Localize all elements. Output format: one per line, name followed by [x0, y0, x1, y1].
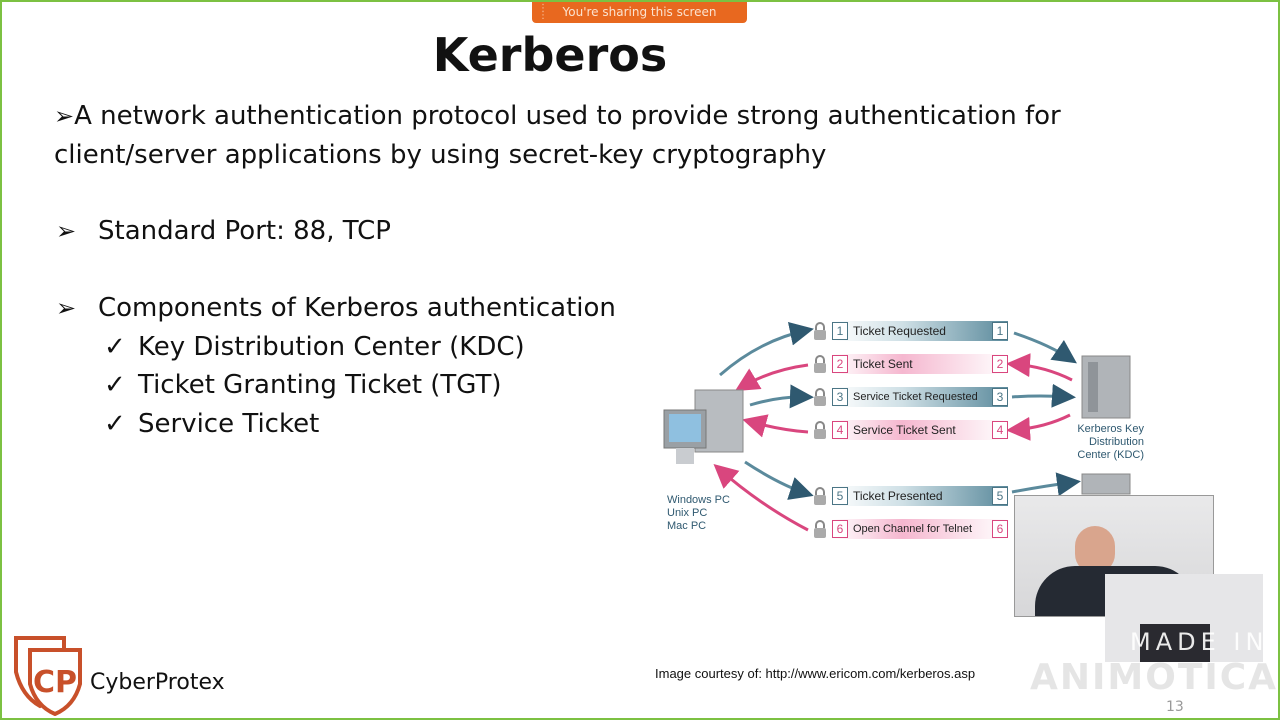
- step-4-bar: 4 Service Ticket Sent 4: [832, 420, 1008, 440]
- check-icon: ✓: [104, 332, 126, 362]
- arrow-2-left: [734, 363, 809, 392]
- bullet-port: ➢Standard Port: 88, TCP: [56, 216, 391, 246]
- arrow-3-right: [1011, 383, 1076, 408]
- step-number: 4: [832, 421, 848, 439]
- arrow-5-right: [1011, 472, 1081, 497]
- bullet-arrow-icon: ➢: [56, 294, 77, 322]
- step-2-bar: 2 Ticket Sent 2: [832, 354, 1008, 374]
- intro-text: ➢A network authentication protocol used …: [54, 101, 1061, 131]
- step-1-bar: 1 Ticket Requested 1: [832, 321, 1008, 341]
- step-number-right: 2: [992, 355, 1008, 373]
- slide-title: Kerberos: [432, 28, 668, 82]
- svg-text:CP: CP: [33, 665, 77, 700]
- arrow-1-right: [1013, 331, 1077, 364]
- sharing-indicator-bar[interactable]: ⋮⋮ You're sharing this screen: [532, 1, 747, 23]
- step-number-right: 6: [992, 520, 1008, 538]
- presenter-video-secondary[interactable]: [1105, 574, 1263, 662]
- padlock-icon: [812, 354, 828, 374]
- step-number: 1: [832, 322, 848, 340]
- client-computer-icon: [663, 389, 744, 464]
- step-number-right: 3: [992, 388, 1008, 406]
- bullet-arrow-icon: ➢: [56, 217, 77, 245]
- step-label: Ticket Presented: [853, 489, 943, 503]
- step-label: Service Ticket Sent: [853, 423, 956, 437]
- cyberprotex-logo: CP CyberProtex: [14, 634, 225, 720]
- step-5-bar: 5 Ticket Presented 5: [832, 486, 1008, 506]
- step-3-bar: 3 Service Ticket Requested 3: [832, 387, 1008, 407]
- arrow-4-left: [742, 414, 809, 438]
- check-icon: ✓: [104, 409, 126, 439]
- step-number: 6: [832, 520, 848, 538]
- watermark-animotica: ANIMOTICA: [1030, 657, 1279, 698]
- bullet-components: ➢Components of Kerberos authentication: [56, 293, 616, 323]
- step-number: 2: [832, 355, 848, 373]
- intro-text-line2: client/server applications by using secr…: [54, 140, 827, 170]
- step-number-right: 1: [992, 322, 1008, 340]
- step-label: Ticket Sent: [853, 357, 913, 371]
- arrow-2-right: [1006, 353, 1073, 382]
- image-credit: Image courtesy of: http://www.ericom.com…: [655, 666, 976, 681]
- client-labels: Windows PC Unix PC Mac PC: [667, 494, 730, 532]
- sub-bullet-kdc: ✓Key Distribution Center (KDC): [104, 332, 525, 362]
- step-label: Service Ticket Requested: [853, 391, 978, 403]
- kdc-server-icon: [1081, 355, 1131, 495]
- page-number: 13: [1166, 699, 1184, 715]
- watermark-made-in: MADE IN: [1130, 628, 1269, 656]
- arrow-6-left: [713, 464, 809, 532]
- padlock-icon: [812, 519, 828, 539]
- arrow-5-left: [744, 460, 814, 500]
- arrow-3-left: [749, 384, 814, 409]
- padlock-icon: [812, 321, 828, 341]
- padlock-icon: [812, 387, 828, 407]
- step-number-right: 4: [992, 421, 1008, 439]
- arrow-4-right: [1006, 413, 1071, 441]
- shield-logo-icon: CP: [14, 636, 82, 717]
- step-number: 5: [832, 487, 848, 505]
- bullet-arrow-icon: ➢: [54, 102, 75, 130]
- step-6-bar: 6 Open Channel for Telnet 6: [832, 519, 1008, 539]
- step-label: Open Channel for Telnet: [853, 523, 973, 535]
- check-icon: ✓: [104, 370, 126, 400]
- padlock-icon: [812, 486, 828, 506]
- step-number-right: 5: [992, 487, 1008, 505]
- sub-bullet-service-ticket: ✓Service Ticket: [104, 409, 320, 439]
- presenter-shirt: [1140, 624, 1210, 662]
- step-number: 3: [832, 388, 848, 406]
- kdc-label: Kerberos Key Distribution Center (KDC): [1077, 423, 1144, 461]
- sharing-label: You're sharing this screen: [562, 5, 717, 19]
- padlock-icon: [812, 420, 828, 440]
- sub-bullet-tgt: ✓Ticket Granting Ticket (TGT): [104, 370, 502, 400]
- drag-handle-icon[interactable]: ⋮⋮: [538, 3, 548, 21]
- arrow-1-left: [719, 321, 814, 377]
- step-label: Ticket Requested: [853, 324, 946, 338]
